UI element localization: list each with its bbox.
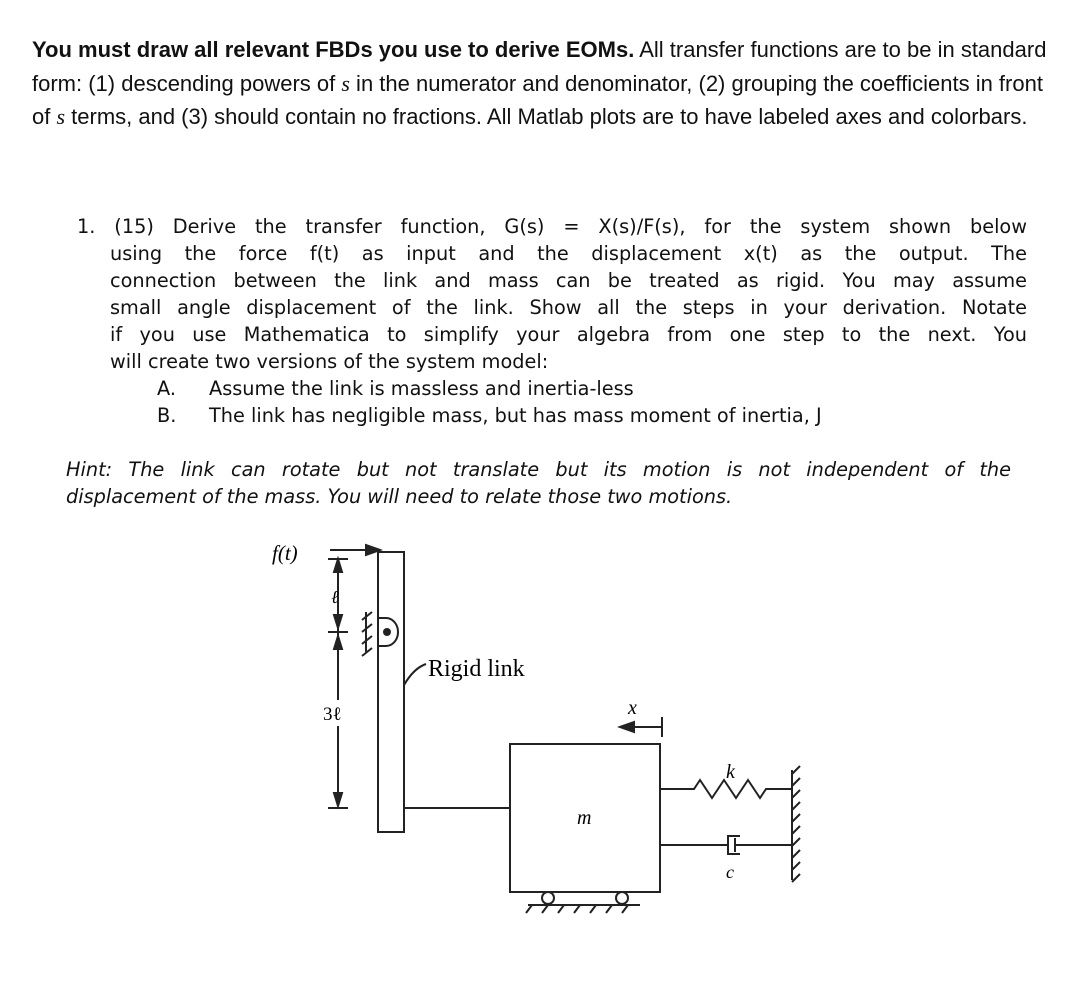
problem-line-2: using the force f(t) as input and the di… <box>110 242 1027 265</box>
spring <box>660 778 792 800</box>
dimension-lower <box>328 632 348 810</box>
displacement-arrow <box>617 717 663 737</box>
item-b-text: The link has negligible mass, but has ma… <box>209 404 822 427</box>
lower-length-label: 3ℓ <box>323 704 342 725</box>
pivot-support <box>361 611 399 657</box>
instructions-s-symbol-1: s <box>341 70 350 96</box>
ground-wall <box>791 765 801 883</box>
item-a-letter: A. <box>157 377 176 400</box>
instructions-s-symbol-2: s <box>56 104 66 129</box>
mass-label: m <box>577 807 591 829</box>
rigid-link-label: Rigid link <box>428 656 525 682</box>
hint-line-2: displacement of the mass. You will need … <box>66 485 733 508</box>
mass-block <box>509 743 661 893</box>
instructions-bold-lead: You must draw all relevant FBDs you use … <box>32 37 635 62</box>
problem-line-3: connection between the link and mass can… <box>110 269 1027 292</box>
force-label: f(t) <box>272 541 298 565</box>
wheel-right <box>615 891 629 905</box>
hint-paragraph: Hint: The link can rotate but not transl… <box>66 456 1011 510</box>
spring-label: k <box>726 761 736 783</box>
instructions-text-3: terms, and (3) should contain no fractio… <box>65 104 1028 129</box>
problem-line-1: 1. (15) Derive the transfer function, G(… <box>77 215 1027 238</box>
wheel-left <box>541 891 555 905</box>
displacement-label: x <box>627 697 637 719</box>
instructions-text-2: in the numerator and denominator, (2) gr… <box>32 70 1043 130</box>
damper-label: c <box>726 862 734 882</box>
instructions-text-1: All transfer functions are to be in stan… <box>32 37 1047 96</box>
item-a-text: Assume the link is massless and inertia-… <box>209 377 634 400</box>
problem-item-a: A. Assume the link is massless and inert… <box>77 375 1027 402</box>
link-label-leader <box>403 663 427 686</box>
force-arrow-head <box>365 543 383 557</box>
item-b-letter: B. <box>157 404 177 427</box>
problem-line-6: will create two versions of the system m… <box>110 350 549 373</box>
problem-line-4: small angle displacement of the link. Sh… <box>110 296 1027 319</box>
hint-line-1: Hint: The link can rotate but not transl… <box>66 458 1011 481</box>
problem-item-b: B. The link has negligible mass, but has… <box>77 402 1027 429</box>
rigid-link-bar <box>377 551 405 833</box>
damper <box>660 835 792 855</box>
problem-line-5: if you use Mathematica to simplify your … <box>110 323 1027 346</box>
upper-length-label: ℓ <box>331 587 339 607</box>
instructions-paragraph: You must draw all relevant FBDs you use … <box>32 33 1062 134</box>
ground-under-mass <box>525 904 640 914</box>
problem-1: 1. (15) Derive the transfer function, G(… <box>77 213 1027 429</box>
